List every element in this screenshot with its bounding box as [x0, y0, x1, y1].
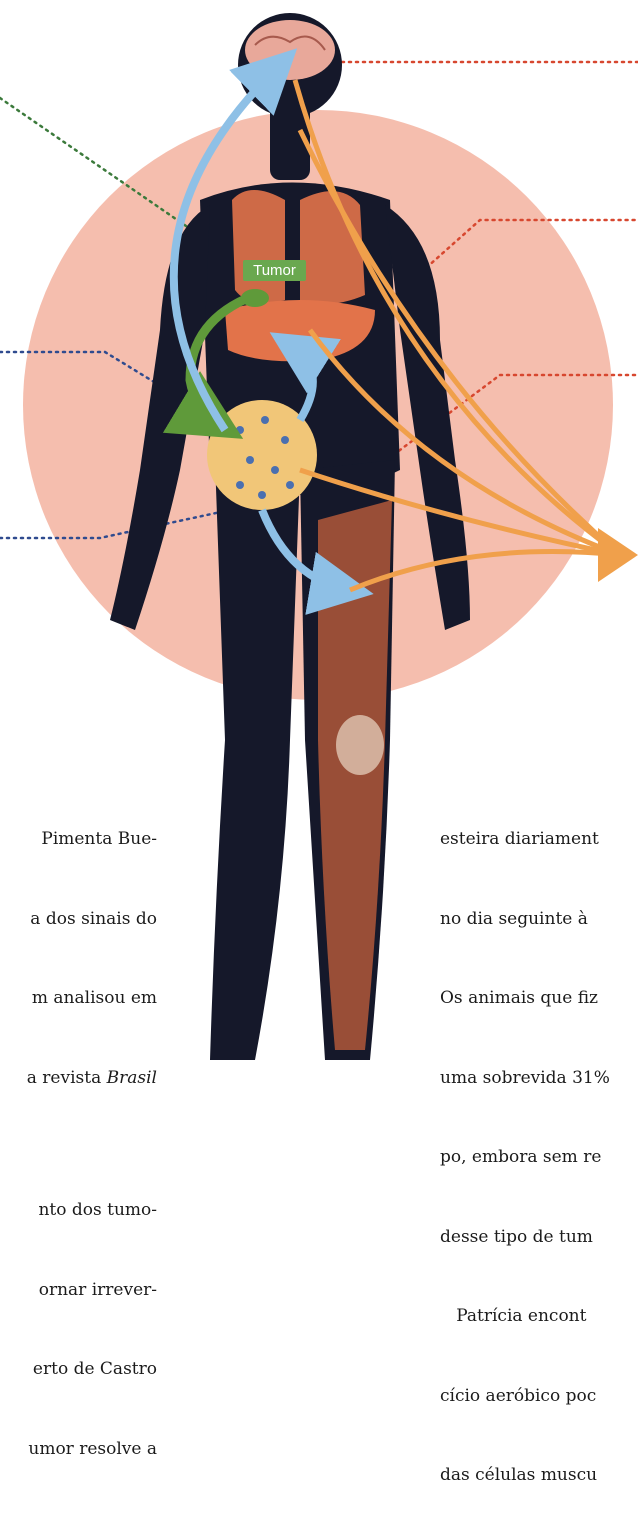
text-line: Os animais que fiz	[440, 985, 638, 1012]
text-line: cício aeróbico poc	[440, 1383, 638, 1410]
text-line: nto dos tumo-	[0, 1197, 157, 1224]
text-line: a dos sinais do	[0, 906, 157, 933]
text-line: ornar irrever-	[0, 1277, 157, 1304]
text-line: esteira diariament	[440, 826, 638, 853]
text-column-right: esteira diariament no dia seguinte à Os …	[440, 773, 638, 1515]
text-line: no dia seguinte à	[440, 906, 638, 933]
text-column-left: Pimenta Bue- a dos sinais do m analisou …	[0, 773, 157, 1489]
text-line: Patrícia encont	[440, 1303, 638, 1330]
tumor-label: Tumor	[243, 260, 306, 281]
text-line: m analisou em	[0, 985, 157, 1012]
text-line: erto de Castro	[0, 1356, 157, 1383]
text-line: Pimenta Bue-	[0, 826, 157, 853]
text-line: umor resolve a	[0, 1436, 157, 1463]
tumor-site	[241, 289, 269, 307]
text-line: das células muscu	[440, 1462, 638, 1489]
text-line: uma sobrevida 31%	[440, 1065, 638, 1092]
text-line: po, embora sem re	[440, 1144, 638, 1171]
knee	[336, 715, 384, 775]
brain	[245, 20, 335, 80]
text-line: a revista Brasil	[0, 1065, 157, 1092]
orange-arrowhead	[598, 528, 638, 582]
text-line: desse tipo de tum	[440, 1224, 638, 1251]
